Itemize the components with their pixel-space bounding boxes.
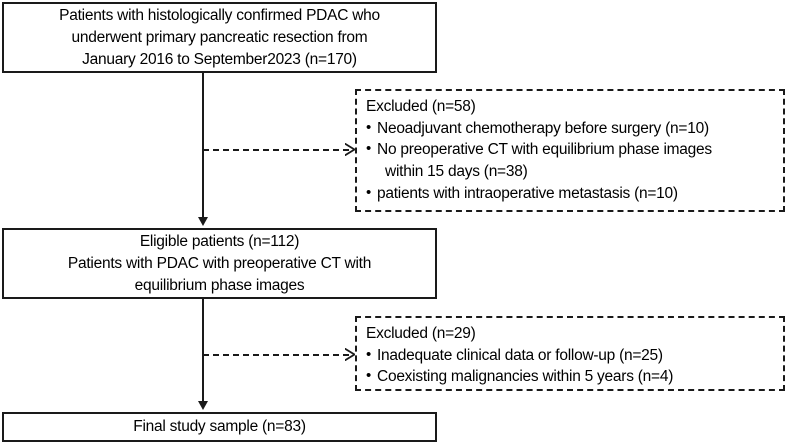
list-item: • Neoadjuvant chemotherapy before surger… (366, 118, 777, 140)
connector-eligible-to-final (202, 299, 204, 403)
list-item-label: Inadequate clinical data or follow-up (n… (377, 346, 663, 364)
excluded-1-header: Excluded (n=58) (366, 98, 476, 115)
excluded-1-list: • Neoadjuvant chemotherapy before surger… (366, 118, 777, 205)
excluded-2-header: Excluded (n=29) (366, 325, 476, 342)
node-enrolled-line-2: underwent primary pancreatic resection f… (71, 28, 368, 46)
list-item-label: within 15 days (n=38) (385, 163, 528, 181)
arrowhead-down-enrolled-to-eligible (198, 217, 208, 226)
list-item: • patients with intraoperative metastasi… (366, 183, 777, 205)
bullet-icon: • (366, 118, 372, 136)
node-eligible-line-2: Patients with PDAC with preoperative CT … (67, 254, 372, 272)
excluded-2-list: • Inadequate clinical data or follow-up … (366, 345, 777, 388)
node-final-line-1: Final study sample (n=83) (133, 418, 306, 435)
list-item-label: Neoadjuvant chemotherapy before surgery … (377, 119, 709, 137)
node-excluded-2: Excluded (n=29) • Inadequate clinical da… (355, 316, 785, 391)
node-eligible-line-1: Eligible patients (n=112) (139, 232, 300, 250)
node-enrolled-cohort: Patients with histologically confirmed P… (2, 2, 437, 73)
arrowhead-right-excluded-2 (345, 348, 356, 361)
list-item-label: No preoperative CT with equilibrium phas… (377, 141, 712, 159)
list-item: • Coexisting malignancies within 5 years… (366, 366, 777, 388)
connector-branch-excluded-2 (203, 354, 349, 356)
node-excluded-1: Excluded (n=58) • Neoadjuvant chemothera… (355, 89, 785, 212)
bullet-icon: • (366, 183, 372, 201)
list-item-label: Coexisting malignancies within 5 years (… (377, 368, 674, 386)
bullet-icon: • (366, 367, 372, 385)
node-enrolled-line-3: January 2016 to September2023 (n=170) (82, 50, 357, 68)
connector-enrolled-to-eligible (202, 73, 204, 219)
list-item: • No preoperative CT with equilibrium ph… (366, 139, 777, 161)
list-item: • Inadequate clinical data or follow-up … (366, 345, 777, 367)
arrowhead-down-eligible-to-final (198, 401, 208, 410)
bullet-icon: • (366, 345, 372, 363)
list-item-label: patients with intraoperative metastasis … (377, 184, 678, 202)
node-final-sample: Final study sample (n=83) (2, 412, 437, 442)
node-eligible-patients: Eligible patients (n=112) Patients with … (2, 228, 437, 299)
connector-branch-excluded-1 (203, 149, 349, 151)
node-enrolled-line-1: Patients with histologically confirmed P… (59, 6, 380, 24)
list-item-continuation: within 15 days (n=38) (366, 161, 777, 183)
arrowhead-right-excluded-1 (345, 143, 356, 156)
node-eligible-line-3: equilibrium phase images (134, 276, 305, 294)
bullet-icon: • (366, 140, 372, 158)
